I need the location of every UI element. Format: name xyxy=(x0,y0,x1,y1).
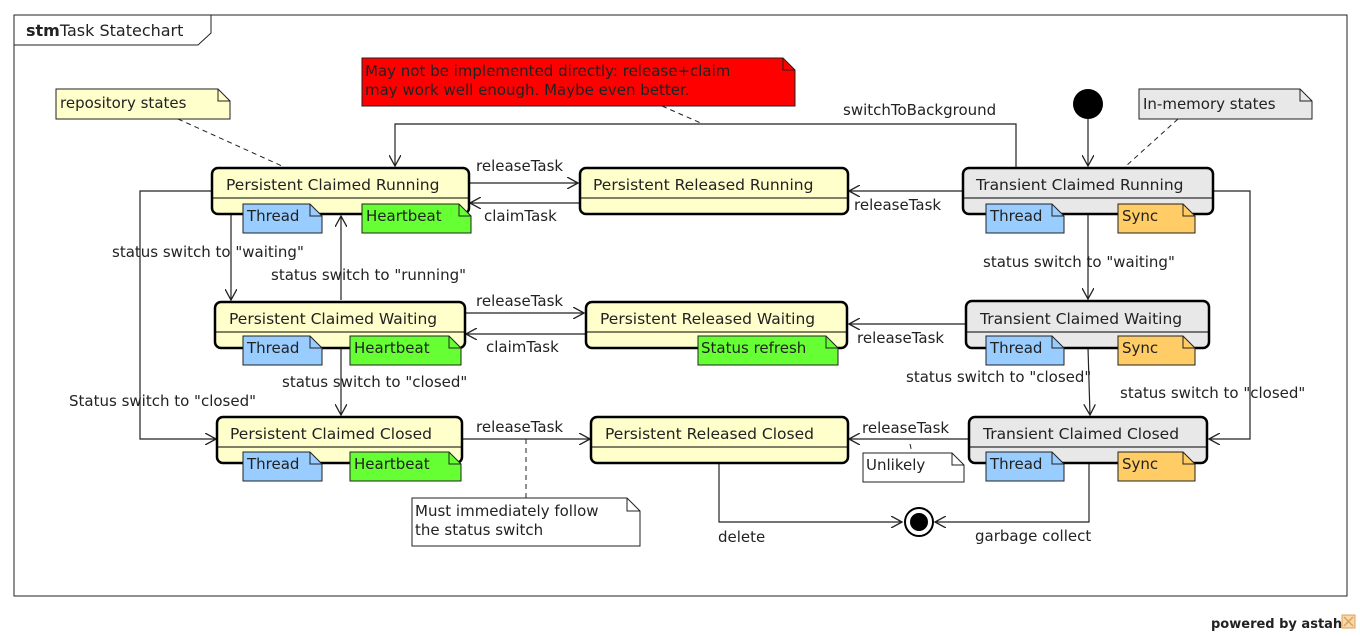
state-persistent-released-running[interactable]: Persistent Released Running xyxy=(578,166,850,216)
label-tcw-closed: status switch to "closed" xyxy=(906,368,1091,386)
transition-tcc-final xyxy=(935,463,1090,522)
tag-heartbeat-pcc: Heartbeat xyxy=(349,451,462,482)
note-warning: May not be implemented directly: release… xyxy=(361,57,796,107)
svg-text:the status switch: the status switch xyxy=(415,521,543,539)
label-release-task-tcc-prc: releaseTask xyxy=(862,419,949,437)
frame-title: stmTask Statechart xyxy=(26,21,183,40)
tag-sync-tcc: Sync xyxy=(1117,451,1196,482)
state-name: Persistent Claimed Closed xyxy=(230,425,432,443)
tag-thread-pcw: Thread xyxy=(242,335,323,366)
label-claim-task-prr-pcr: claimTask xyxy=(484,207,557,225)
tag-sync-tcr: Sync xyxy=(1117,203,1196,234)
svg-text:In-memory states: In-memory states xyxy=(1143,95,1276,113)
label-tcr-closed: status switch to "closed" xyxy=(1120,384,1305,402)
svg-text:Thread: Thread xyxy=(246,339,299,357)
label-pcr-waiting: status switch to "waiting" xyxy=(112,243,304,261)
powered-by-text: powered by astah* xyxy=(1211,617,1349,632)
transition-tcr-pcr xyxy=(395,123,1017,168)
svg-text:may work well enough. Maybe ev: may work well enough. Maybe even better. xyxy=(365,81,690,99)
label-release-task-tcw-prw: releaseTask xyxy=(857,329,944,347)
transition-labels: releaseTask claimTask releaseTask switch… xyxy=(69,101,1305,546)
tag-thread-pcc: Thread xyxy=(242,451,323,482)
state-persistent-claimed-running[interactable]: Persistent Claimed Running xyxy=(210,166,471,216)
tag-heartbeat-pcw: Heartbeat xyxy=(349,335,462,366)
svg-text:Thread: Thread xyxy=(246,455,299,473)
transitions xyxy=(139,119,1251,522)
svg-text:repository states: repository states xyxy=(60,94,187,112)
transition-pcr-pcc xyxy=(139,190,216,439)
state-name: Persistent Claimed Waiting xyxy=(229,310,437,328)
note-unlikely: Unlikely xyxy=(862,452,965,483)
svg-text:Status refresh: Status refresh xyxy=(701,339,806,357)
state-persistent-released-closed[interactable]: Persistent Released Closed xyxy=(589,415,850,465)
svg-text:Sync: Sync xyxy=(1122,455,1158,473)
note-anchors xyxy=(177,105,1179,498)
note-must-follow: Must immediately follow the status switc… xyxy=(411,497,641,547)
svg-text:Heartbeat: Heartbeat xyxy=(354,339,430,357)
transition-tcr-tcc xyxy=(1209,190,1251,439)
tag-thread-tcc: Thread xyxy=(985,451,1065,482)
transition-prc-final xyxy=(718,463,902,522)
label-release-task-pcr-prr: releaseTask xyxy=(476,157,563,175)
label-delete: delete xyxy=(718,528,765,546)
powered-by-footer: powered by astah* xyxy=(1211,614,1356,632)
state-transient-claimed-running[interactable]: Transient Claimed Running xyxy=(961,166,1215,216)
svg-text:Thread: Thread xyxy=(989,339,1042,357)
label-pcw-closed: status switch to "closed" xyxy=(282,373,467,391)
initial-state xyxy=(1073,89,1103,119)
label-release-task-pcc-prc: releaseTask xyxy=(476,418,563,436)
svg-text:Unlikely: Unlikely xyxy=(866,456,925,474)
tag-status-refresh-prw: Status refresh xyxy=(697,335,839,366)
label-claim-task-prw-pcw: claimTask xyxy=(486,338,559,356)
transition-tcw-tcc xyxy=(1088,347,1090,415)
svg-text:Heartbeat: Heartbeat xyxy=(366,207,442,225)
tag-heartbeat-pcr: Heartbeat xyxy=(361,203,472,234)
svg-text:Thread: Thread xyxy=(989,207,1042,225)
state-name: Persistent Claimed Running xyxy=(226,176,439,194)
state-name: Transient Claimed Running xyxy=(975,176,1183,194)
state-name: Transient Claimed Closed xyxy=(982,425,1179,443)
astah-logo-icon xyxy=(1341,614,1356,629)
label-garbage-collect: garbage collect xyxy=(975,527,1091,545)
svg-text:Thread: Thread xyxy=(246,207,299,225)
svg-text:Must immediately follow: Must immediately follow xyxy=(415,502,599,520)
label-release-task-tcr-prr: releaseTask xyxy=(854,196,941,214)
note-in-memory-states: In-memory states xyxy=(1138,88,1313,120)
tag-thread-tcw: Thread xyxy=(985,335,1065,366)
label-pcr-closed: Status switch to "closed" xyxy=(69,392,256,410)
state-name: Persistent Released Waiting xyxy=(600,310,815,328)
svg-text:May not be implemented directl: May not be implemented directly: release… xyxy=(365,62,730,80)
diagram-frame: stmTask Statechart xyxy=(13,14,1348,597)
tag-thread-pcr: Thread xyxy=(242,203,323,234)
label-release-task-pcw-prw: releaseTask xyxy=(476,292,563,310)
tag-sync-tcw: Sync xyxy=(1117,335,1196,366)
note-repository-states: repository states xyxy=(55,88,231,120)
label-pcw-running: status switch to "running" xyxy=(271,266,466,284)
label-switch-to-background: switchToBackground xyxy=(843,101,996,119)
svg-text:Sync: Sync xyxy=(1122,207,1158,225)
label-tcr-waiting: status switch to "waiting" xyxy=(983,253,1175,271)
svg-text:Sync: Sync xyxy=(1122,339,1158,357)
state-name: Transient Claimed Waiting xyxy=(979,310,1182,328)
final-state xyxy=(904,507,934,537)
svg-text:Heartbeat: Heartbeat xyxy=(354,455,430,473)
svg-text:Thread: Thread xyxy=(989,455,1042,473)
tag-thread-tcr: Thread xyxy=(985,203,1065,234)
state-name: Persistent Released Closed xyxy=(605,425,814,443)
state-name: Persistent Released Running xyxy=(593,176,813,194)
